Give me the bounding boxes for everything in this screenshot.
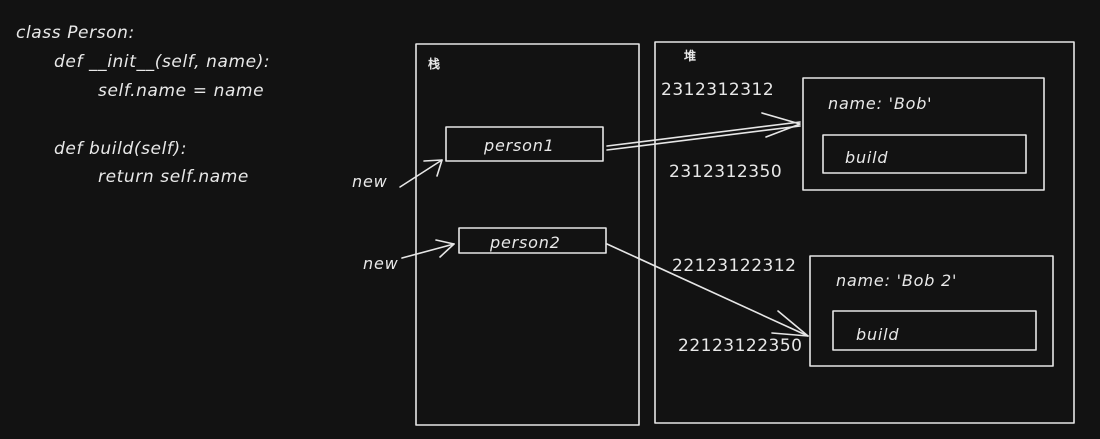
new-label-2: new	[363, 254, 399, 273]
ref-arrow-1-head	[761, 112, 801, 138]
ref-arrow-2-shaft	[606, 243, 809, 337]
stack-region: 栈 person1 person2	[415, 43, 640, 426]
heap-region: 堆 2312312312 name: 'Bob' build 231231235…	[654, 41, 1075, 424]
ref-arrow-1-shaft-a	[606, 121, 801, 147]
new-arrow-2-shaft	[401, 243, 455, 259]
code-line-return: return self.name	[98, 167, 249, 187]
new-arrow-2-head	[435, 239, 455, 258]
obj2-method: build	[856, 325, 899, 344]
obj1-method-box	[822, 134, 1027, 174]
obj1-method-address: 2312312350	[669, 162, 782, 182]
new-arrow-1-head	[423, 159, 443, 177]
code-block: class Person: def __init__(self, name): …	[16, 23, 270, 187]
obj2-address: 22123122312	[672, 256, 796, 276]
code-line-assign: self.name = name	[98, 81, 264, 101]
obj2-name-field: name: 'Bob 2'	[836, 271, 957, 290]
obj1-name-field: name: 'Bob'	[828, 94, 932, 113]
reference-arrows	[606, 112, 809, 337]
stack-box	[415, 43, 640, 426]
stack-var-person1: person1	[483, 136, 555, 155]
obj2-method-box	[832, 310, 1037, 351]
obj1-box	[802, 77, 1045, 191]
stack-var-person2: person2	[489, 233, 561, 252]
stack-title: 栈	[428, 56, 440, 71]
code-line-init: def __init__(self, name):	[54, 52, 270, 72]
ref-arrow-1-shaft-b	[606, 125, 801, 151]
code-line-class: class Person:	[16, 23, 135, 43]
stack-var-person2-box	[458, 227, 607, 254]
ref-arrow-2-head	[771, 310, 809, 337]
new-label-1: new	[352, 172, 388, 191]
obj1-method: build	[845, 148, 888, 167]
code-line-build: def build(self):	[54, 139, 187, 159]
obj2-method-address: 22123122350	[678, 336, 802, 356]
new-arrow-1-shaft	[399, 159, 443, 188]
heap-box	[654, 41, 1075, 424]
new-arrows: new new	[352, 159, 455, 273]
obj1-address: 2312312312	[661, 80, 774, 100]
heap-title: 堆	[684, 48, 696, 63]
stack-var-person1-box	[445, 126, 604, 162]
obj2-box	[809, 255, 1054, 367]
